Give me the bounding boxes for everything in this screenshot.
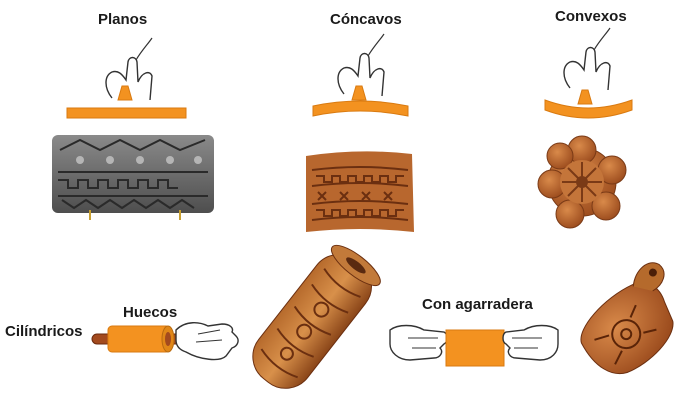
concave-clay-stamp-photo	[306, 151, 414, 232]
hollow-roller-photo	[252, 244, 381, 389]
label-con-agarradera: Con agarradera	[422, 296, 533, 313]
flat-stamp-hand-icon	[66, 37, 187, 119]
label-convexos: Convexos	[555, 8, 627, 25]
label-cilindricos: Cilíndricos	[5, 323, 83, 340]
label-huecos: Huecos	[123, 304, 178, 321]
label-concavos: Cóncavos	[330, 11, 402, 28]
convex-flower-stamp-photo	[537, 135, 627, 229]
handled-clay-stamp-photo	[580, 262, 674, 375]
handled-stamp-hands-icon	[389, 324, 559, 367]
convex-stamp-hand-icon	[544, 27, 633, 119]
label-planos: Planos	[98, 11, 148, 28]
concave-stamp-hand-icon	[312, 33, 409, 117]
flat-stone-stamp-photo	[52, 135, 214, 220]
hollow-roller-hands-icon	[91, 322, 239, 361]
